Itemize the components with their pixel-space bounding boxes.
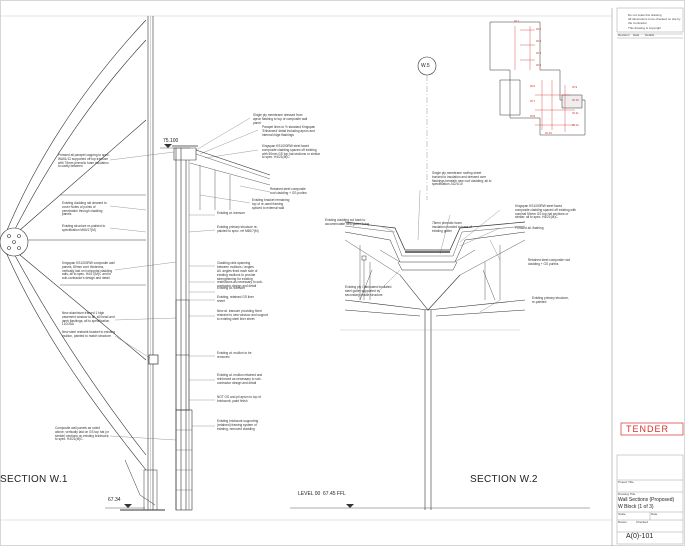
gutter-w2 — [397, 261, 458, 271]
header-note-1: Do not scale this drawing — [628, 13, 662, 17]
note-retained-roof-w2: Retained steel composite roof cladding +… — [528, 258, 571, 266]
note-cladding-rail: Existing cladding rail cleaned to cover … — [62, 201, 107, 217]
note-membrane-w2: Single ply membrane roofing sheet bonded… — [432, 171, 492, 187]
note-gs-liner: Existing, retained GS liner sheet — [217, 295, 254, 303]
note-existing-bracket: Existing bracket remaining top of re-use… — [252, 198, 290, 210]
note-retained-roof-w1: Retained steel composite roof cladding +… — [270, 187, 307, 195]
level-top-label: 75.100 — [163, 138, 179, 144]
drawing-title-line-2: W Block (1 of 3) — [618, 504, 654, 510]
project-title-label: Project Title — [618, 480, 634, 484]
rafter-upper-curve — [4, 19, 147, 236]
note-parapet-detail: Parapet lines to ½ standard Kingspan 'En… — [262, 125, 316, 137]
rafter-lower-curve — [4, 249, 147, 471]
key-plan-label-10: W.10 — [572, 98, 579, 102]
note-single-ply-membrane: Single ply membrane dressed from apron f… — [253, 113, 308, 125]
level-marker-base — [105, 504, 145, 509]
key-plan-label-5: W.5 — [536, 63, 542, 67]
note-mullion-removed: Existing at. mullion to be removed — [217, 351, 252, 359]
note-kingspan-w2: Kingspan KS1000RW steel faced composite … — [515, 204, 577, 220]
level-00-label: LEVEL 00 — [298, 491, 321, 497]
level-00-marker — [290, 504, 590, 509]
level-marker-top — [160, 144, 190, 149]
header-note-2: All dimensions to be checked on site by … — [628, 17, 681, 25]
note-new-transom: New at. transom providing fixed restrain… — [217, 309, 269, 321]
note-mullion-retained: Existing at. mullion retained and reinfo… — [217, 373, 263, 385]
drawing-title-line-1: Wall Sections (Proposed) — [618, 497, 675, 503]
key-plan-label-2: W.2 — [536, 27, 542, 31]
parapet-capping — [173, 147, 197, 161]
grid-bubble-w5-label: W.5 — [421, 63, 430, 69]
header-note-3: This drawing is copyright — [628, 26, 662, 30]
leaders-w2 — [379, 189, 501, 313]
note-primary-structure: Existing primary structure re-painted to… — [217, 225, 259, 233]
note-apron: NOT GS and pli apron to top of brickwork… — [217, 395, 261, 403]
scale-label: Scale — [618, 512, 626, 516]
note-cladding-rails: Cladding rails spanning between mullions… — [217, 261, 254, 269]
note-brickwork: Existing brickwork supporting (retained)… — [217, 419, 259, 431]
date-label: Date — [651, 512, 658, 516]
key-plan-label-8: W.8 — [530, 114, 536, 118]
note-composite-panels-brick: Composite wall panels as noted above, ve… — [55, 426, 110, 442]
brickwork-plinth — [175, 409, 193, 511]
checked-label: Checked — [636, 520, 648, 524]
key-plan-label-1: W.1 — [514, 19, 520, 23]
key-plan-label-7: W.7 — [530, 99, 536, 103]
note-phenolic-insulation: 75mm phenolic foam insulation bonded to … — [432, 221, 472, 233]
drawn-label: Drawn — [618, 520, 627, 524]
section-w1-title: SECTION W.1 — [0, 474, 68, 485]
title-block-lines — [616, 7, 684, 545]
key-plan-label-11: W.11 — [572, 111, 579, 115]
note-parapet-capping: Pressed ali parapet capping to spec. WA5… — [58, 153, 110, 169]
section-w2-title: SECTION W.2 — [470, 474, 538, 485]
tender-stamp-box — [620, 422, 684, 436]
key-plan-label-4: W.4 — [536, 51, 542, 55]
roof-profile-w2 — [344, 221, 526, 251]
note-ali-angles: Ali. angles fixed each side of existing … — [217, 269, 263, 289]
note-pressed-flashing: Pressed ali. flashing — [515, 226, 544, 230]
drawing-number: A(0)-101 — [626, 533, 654, 540]
key-plan-label-9: W.9 — [572, 85, 578, 89]
key-plan-label-6: W.6 — [530, 84, 536, 88]
note-existing-transom-1: Existing at. transom — [217, 211, 245, 215]
note-primary-structure-w2: Existing primary structure, re-painted — [532, 296, 569, 304]
drawing-title-label: Drawing Title — [618, 492, 636, 496]
revision-header-revision: Revision — [618, 33, 630, 37]
note-restraint-bracket: New steel restraint bracket to existing … — [62, 330, 115, 338]
key-plan — [489, 21, 586, 136]
tender-stamp: TENDER — [626, 424, 670, 434]
roof-cladding-w1 — [195, 149, 271, 176]
note-kingspan-cladding-w1: Kingspan KS1000RW steel faced composite … — [262, 144, 320, 160]
note-structure-repainted: Existing structure re-painted to specifi… — [62, 224, 106, 232]
revision-header-details: Details — [645, 33, 655, 37]
key-plan-label-13: W.13 — [545, 131, 552, 135]
truss-connection-plate — [0, 227, 29, 257]
level-base-label: 67.34 — [108, 497, 121, 503]
note-insulated-gutter: Existing ply / fabricated insulated stee… — [345, 285, 392, 297]
steel-bracket — [148, 354, 159, 365]
note-existing-transom-2: Existing at. transom — [217, 286, 245, 290]
section-w1-drawing — [0, 16, 271, 511]
note-cladding-cut-back: Existing cladding cut back to accommodat… — [325, 218, 370, 226]
level-00-ffl: 67.45 FFL — [323, 491, 346, 497]
revision-header-date: Date — [633, 33, 640, 37]
key-plan-label-3: W.3 — [536, 39, 542, 43]
leaders-w1 — [109, 117, 271, 441]
note-new-window: New aluminium framed 1 high casement win… — [62, 311, 115, 327]
note-wall-panels: Kingspan KS1000RW composite wall panels,… — [62, 261, 115, 281]
section-w2-drawing — [340, 75, 526, 510]
grid-bubble-w5 — [417, 56, 437, 76]
key-plan-label-12: W.12 — [572, 123, 579, 127]
